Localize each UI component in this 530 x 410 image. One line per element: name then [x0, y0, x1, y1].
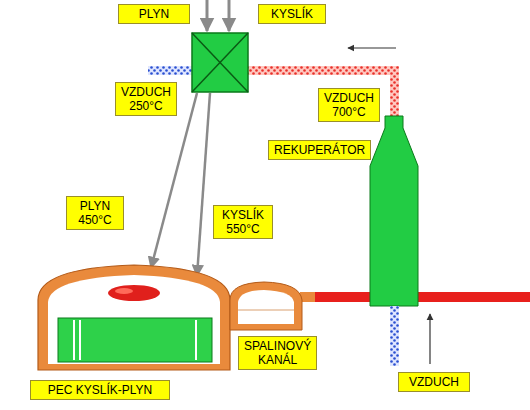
- label-text: SPALINOVÝ KANÁL: [244, 339, 311, 367]
- furnace-chamber: [48, 275, 220, 364]
- flame-core: [115, 288, 133, 294]
- label-text: REKUPERÁTOR: [274, 143, 365, 157]
- label-text: VZDUCH: [404, 375, 464, 389]
- flue-chamber: [230, 282, 302, 330]
- exchanger-cross: [192, 33, 248, 92]
- flue-duct: [315, 292, 530, 302]
- melt-bath: [58, 318, 212, 362]
- label-text: PLYN 450°C: [72, 199, 118, 227]
- bath-mark: [195, 320, 197, 360]
- hot-air-pipe: [247, 66, 399, 75]
- bath-mark: [73, 320, 75, 360]
- cold-air-inlet-pipe: [390, 306, 399, 366]
- flame: [108, 285, 160, 301]
- label-box: VZDUCH: [398, 372, 470, 392]
- oxygen-inlet-pipe: [228, 0, 231, 31]
- furnace-body: [38, 265, 230, 370]
- label-text: VZDUCH 700°C: [324, 91, 374, 119]
- label-box: PEC KYSLÍK-PLYN: [30, 380, 170, 400]
- exchanger-cross: [192, 33, 248, 92]
- flow-arrow: [429, 314, 430, 364]
- label-box: PLYN 450°C: [66, 196, 124, 230]
- label-text: KYSLÍK: [264, 7, 320, 21]
- hot-oxygen-pipe: [197, 93, 210, 276]
- label-text: PEC KYSLÍK-PLYN: [36, 383, 164, 397]
- label-box: KYSLÍK 550°C: [213, 205, 273, 239]
- label-text: PLYN: [124, 7, 184, 21]
- hot-gas-pipe: [151, 93, 197, 268]
- cool-air-pipe: [148, 66, 193, 75]
- label-text: KYSLÍK 550°C: [219, 208, 267, 236]
- heat-exchanger: [192, 33, 248, 92]
- label-box: VZDUCH 250°C: [115, 82, 177, 116]
- flue-chamber-line: [238, 310, 294, 311]
- flue-chamber-inner: [238, 290, 294, 324]
- label-box: SPALINOVÝ KANÁL: [238, 336, 317, 370]
- bath-mark: [79, 320, 81, 360]
- label-box: KYSLÍK: [258, 4, 326, 24]
- hot-air-riser: [390, 66, 399, 118]
- label-text: VZDUCH 250°C: [121, 85, 171, 113]
- flow-arrow: [348, 47, 396, 48]
- label-box: VZDUCH 700°C: [318, 88, 380, 122]
- recuperator: [370, 116, 418, 306]
- label-box: REKUPERÁTOR: [268, 140, 371, 160]
- gas-inlet-pipe: [206, 0, 209, 31]
- label-box: PLYN: [118, 4, 190, 24]
